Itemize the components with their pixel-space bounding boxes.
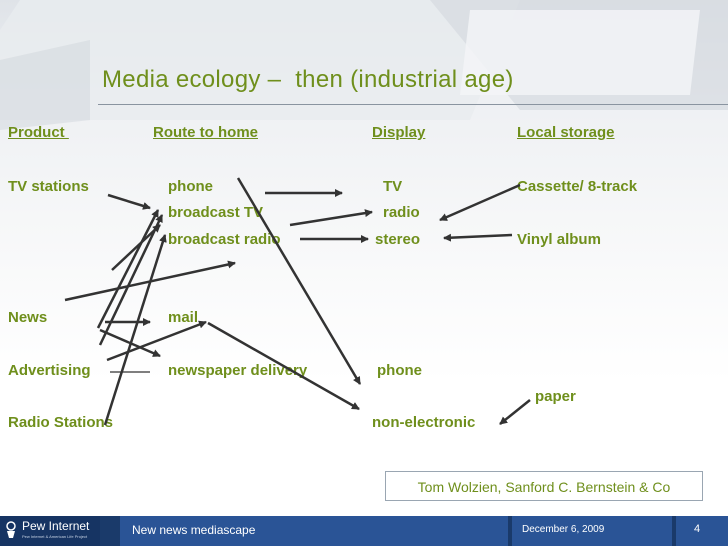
arrow-radio-to-broadcast-radio [103,234,167,426]
footer-bar: Pew Internet Pew Internet & American Lif… [0,516,728,546]
footer-page-block: 4 [676,516,728,546]
footer-date: December 6, 2009 [522,524,605,535]
footer-date-block: December 6, 2009 [512,516,672,546]
product-item: News [8,309,48,326]
logo-text: Pew Internet [22,519,90,533]
header-display: Display [372,124,426,141]
arrow-advertising-to-mail [106,320,207,362]
route-item: mail [168,309,199,326]
slide-title: Media ecology – then (industrial age) [102,66,514,93]
storage-item: Vinyl album [517,231,601,248]
pew-internet-logo: Pew Internet Pew Internet & American Lif… [0,516,100,546]
display-item: TV [383,178,403,195]
arrow-news-to-broadcast-radio [64,260,236,302]
arrow-paper-to-non-electronic [499,399,531,425]
arrow-news-to-broadcast-tv [96,209,160,329]
header-storage: Local storage [517,124,615,141]
arrow-cassette-to-radio [439,183,521,222]
header-route: Route to home [153,124,258,141]
footer-title-block: New news mediascape [120,516,508,546]
storage-item: Cassette/ 8-track [517,178,638,195]
product-item: Advertising [8,362,91,379]
credit-box: Tom Wolzien, Sanford C. Bernstein & Co [385,471,703,501]
arrow-phone-to-phone [236,177,362,385]
route-item: broadcast TV [168,204,264,221]
storage-item: paper [535,388,576,405]
logo-subtext: Pew Internet & American Life Project [22,534,88,539]
page-number: 4 [694,523,701,535]
display-item: stereo [375,231,421,248]
route-item: newspaper delivery [168,362,308,379]
deck-title: New news mediascape [132,523,256,537]
arrow-broadcast-tv-to-radio [289,209,373,227]
product-item: Radio Stations [8,414,114,431]
arrow-vinyl-to-stereo [443,233,513,242]
route-item: phone [168,178,213,195]
credit-text: Tom Wolzien, Sanford C. Bernstein & Co [417,479,671,495]
display-item: phone [377,362,422,379]
product-item: TV stations [8,178,89,195]
arrow-to-broadcast-tv [111,224,161,271]
arrow-tv-stations-to-broadcast-tv [107,193,151,210]
header-product: Product [8,124,69,141]
arrow-mail-to-non-electronic [207,321,360,411]
title-divider [98,104,728,105]
arrow-advertising-to-broadcast-tv [98,214,164,346]
display-item: non-electronic [372,414,476,431]
display-item: radio [383,204,420,221]
arrow-news-to-newspaper [99,328,161,358]
pew-logo-icon [6,521,16,538]
